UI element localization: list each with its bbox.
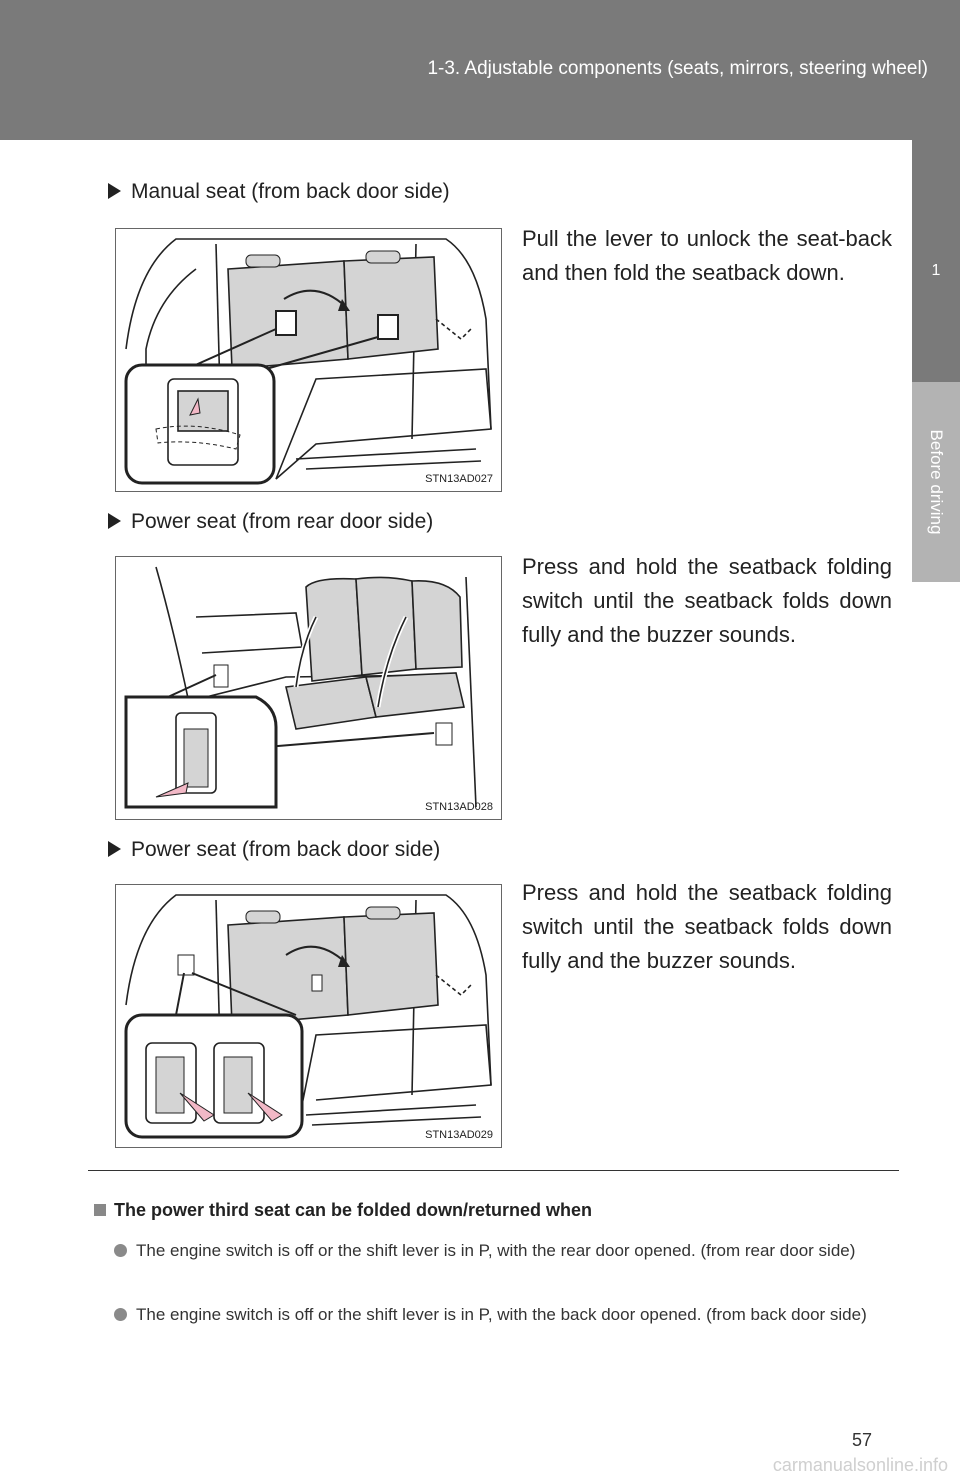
page-number: 57: [852, 1430, 873, 1450]
section-title: 1-3. Adjustable components (seats, mirro…: [427, 58, 928, 79]
chapter-number: 1: [931, 262, 941, 279]
triangle-bullet-icon: [108, 841, 121, 857]
circle-bullet-icon: [114, 1244, 127, 1257]
square-bullet-icon: [94, 1204, 106, 1216]
note-bullet: The engine switch is off or the shift le…: [114, 1302, 878, 1328]
section-divider: [88, 1170, 899, 1171]
watermark: carmanualsonline.info: [772, 1455, 948, 1475]
back-door-seat-illustration: [124, 894, 492, 1139]
note-heading: The power third seat can be folded down/…: [94, 1200, 592, 1221]
triangle-bullet-icon: [108, 513, 121, 529]
note-bullet: The engine switch is off or the shift le…: [114, 1238, 878, 1264]
page-header: 1-3. Adjustable components (seats, mirro…: [0, 0, 960, 140]
cargo-seat-illustration: [124, 238, 492, 485]
figure-code: STN13AD027: [425, 473, 493, 485]
figure-code: STN13AD028: [425, 801, 493, 813]
section-text-manual-back: Pull the lever to unlock the seat-back a…: [522, 226, 892, 285]
figure-power-rear: STN13AD028: [115, 556, 502, 820]
circle-bullet-icon: [114, 1308, 127, 1321]
chapter-label: Before driving: [927, 429, 946, 535]
chapter-tab[interactable]: [912, 140, 960, 382]
rear-door-seat-illustration: [124, 566, 477, 809]
figure-power-back: STN13AD029: [115, 884, 502, 1148]
chapter-label-tab[interactable]: [912, 382, 960, 582]
section-text-power-back: Press and hold the seatback folding swit…: [522, 880, 892, 973]
figure-manual-back: STN13AD027: [115, 228, 502, 492]
figure-code: STN13AD029: [425, 1129, 493, 1141]
triangle-bullet-icon: [108, 183, 121, 199]
section-heading-power-rear: Power seat (from rear door side): [108, 510, 433, 534]
section-heading-power-back: Power seat (from back door side): [108, 838, 440, 862]
section-heading-manual-back: Manual seat (from back door side): [108, 180, 450, 204]
section-text-power-rear: Press and hold the seatback folding swit…: [522, 554, 892, 647]
